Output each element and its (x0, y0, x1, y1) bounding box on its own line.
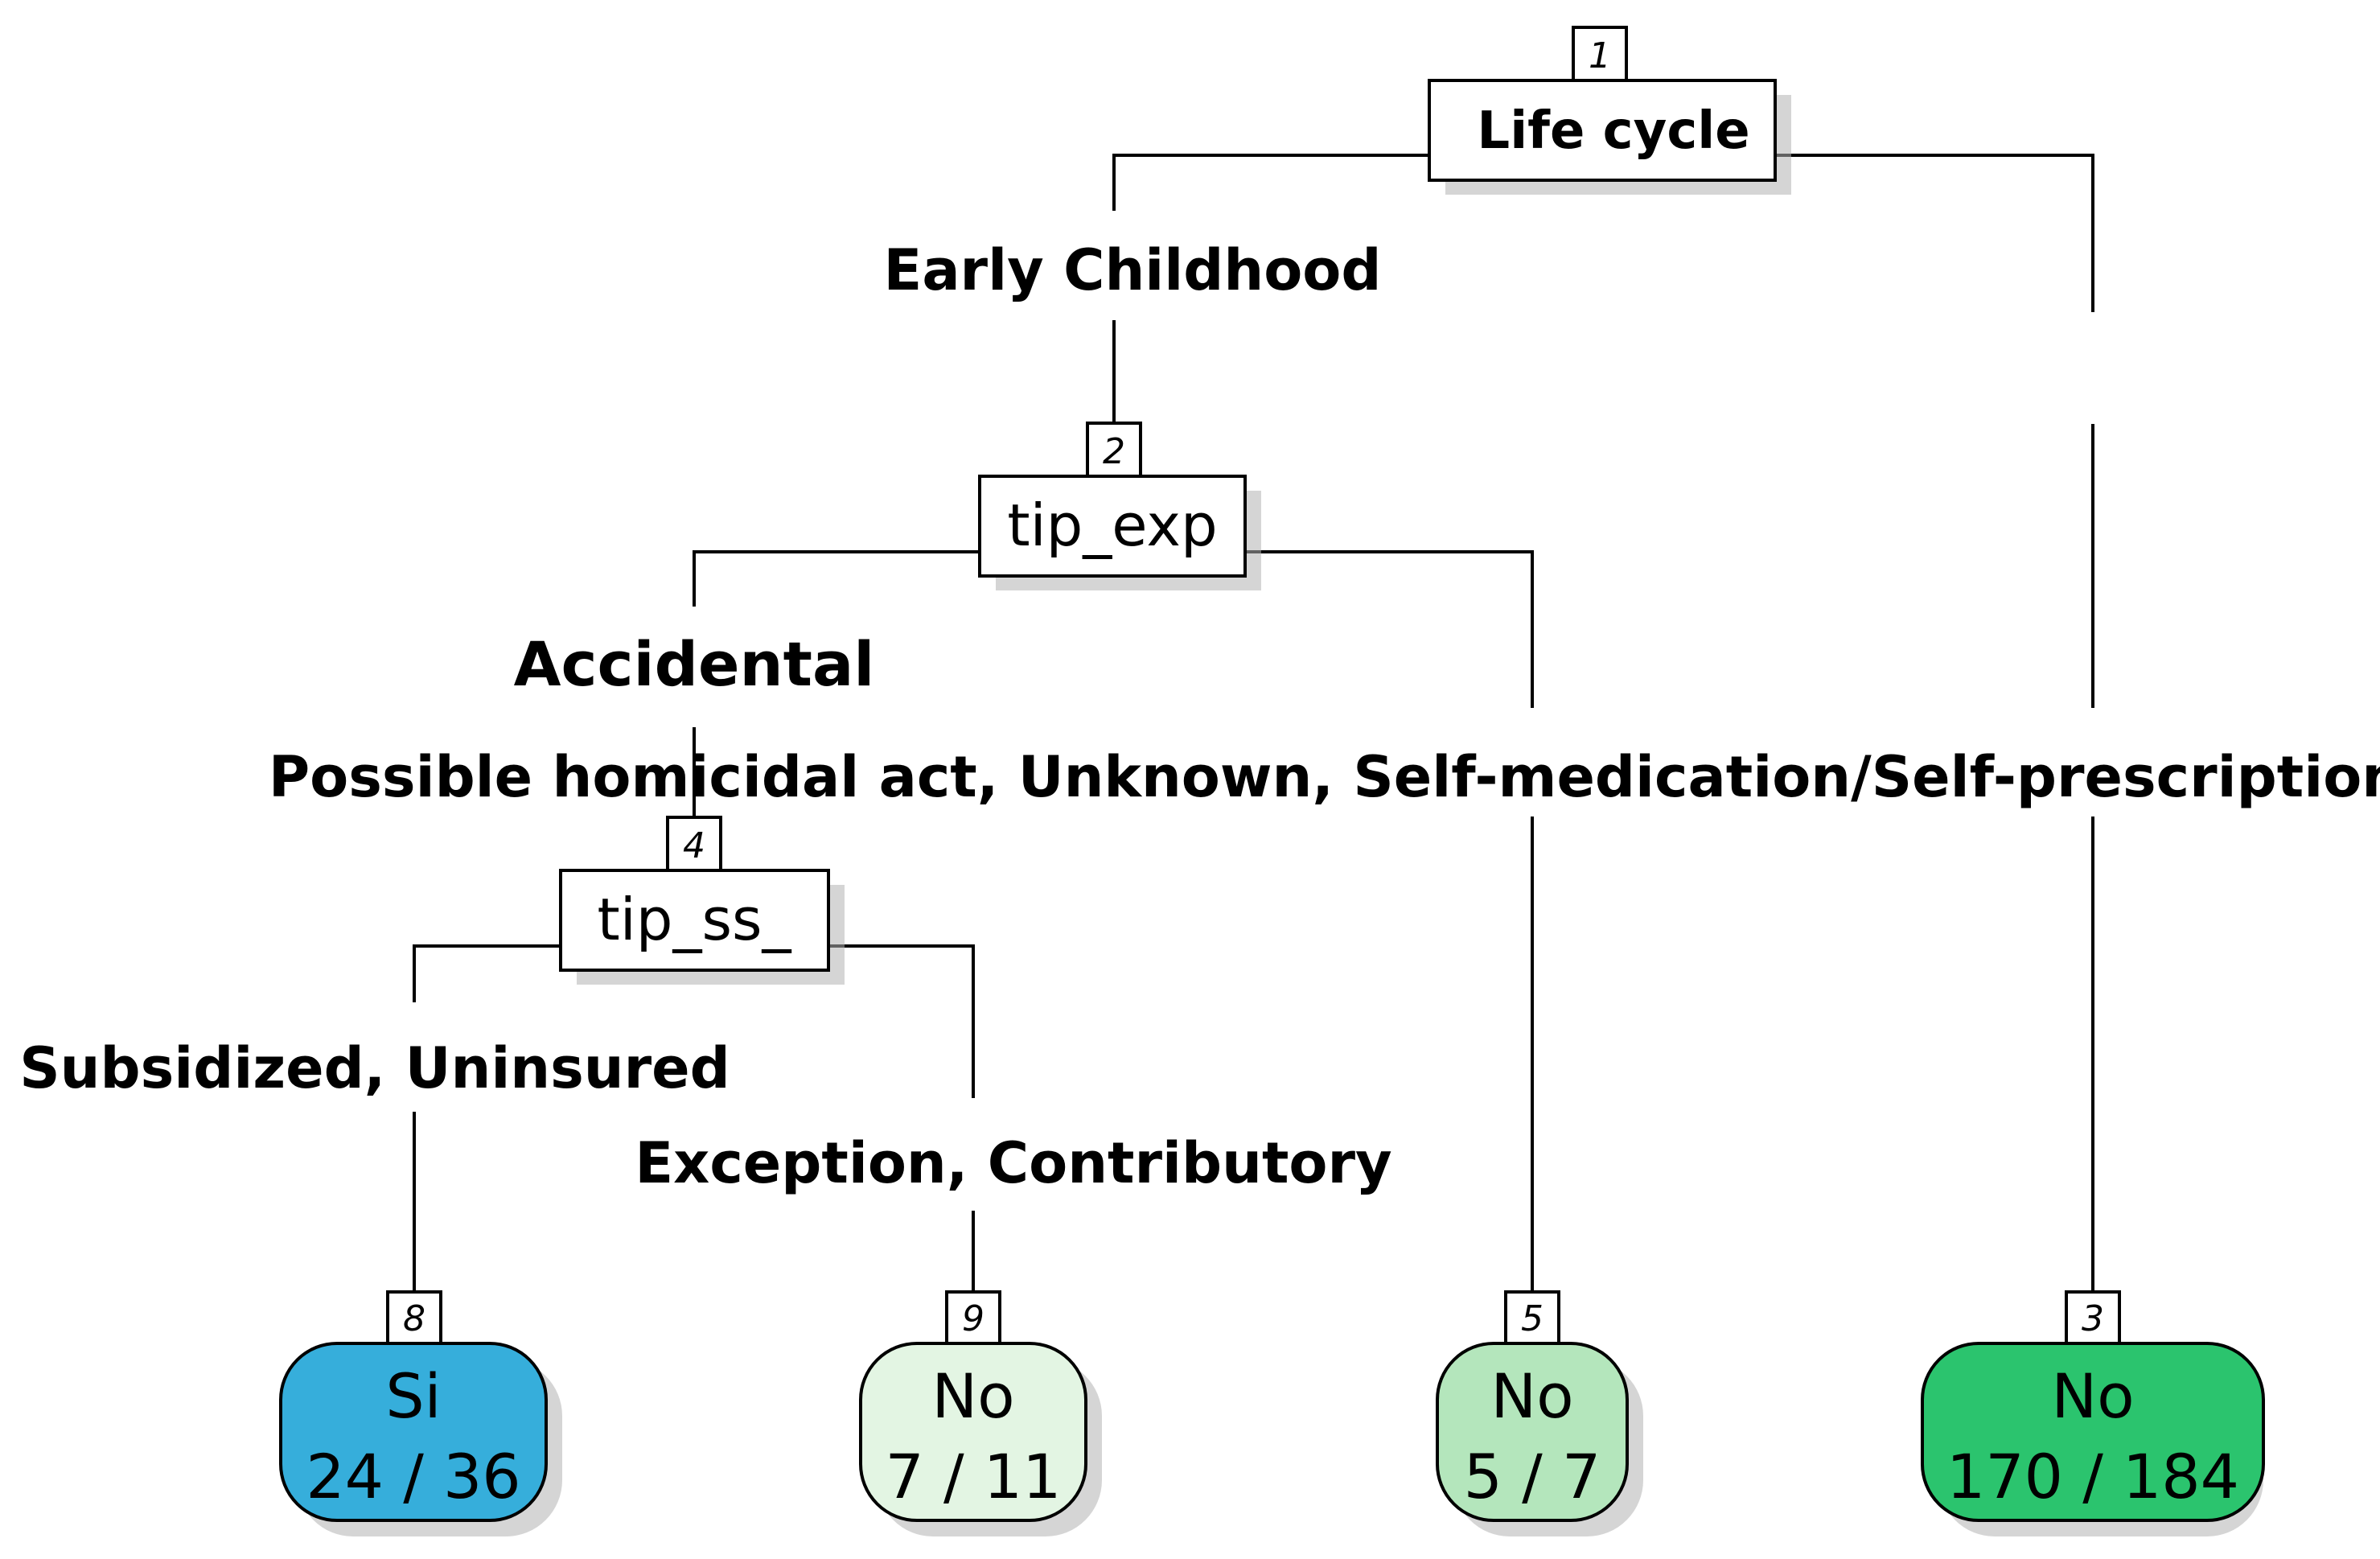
split-node-4: tip_ss_ 4 (559, 816, 845, 985)
leaf-5-count: 5 / 7 (1464, 1441, 1601, 1512)
split-node-1-label: Life cycle (1477, 101, 1749, 161)
node-number-9: 9 (962, 1298, 984, 1339)
edge-root-left (1112, 154, 1429, 211)
edge-label-subsidized-uninsured: Subsidized, Uninsured (19, 1035, 730, 1101)
edge-n4-right (828, 944, 975, 1098)
split-node-2: tip_exp 2 (978, 422, 1261, 590)
edge-label-exception-contributory: Exception, Contributory (635, 1130, 1391, 1196)
leaf-9-class: No (931, 1360, 1014, 1432)
edge-labels: Early Childhood Accidental Possible homi… (19, 237, 2380, 1196)
leaf-node-9: No 7 / 11 9 (859, 1290, 1102, 1536)
node-number-4: 4 (683, 825, 705, 866)
split-node-1: Life cycle 1 (1428, 26, 1791, 195)
node-number-1: 1 (1589, 35, 1611, 76)
leaf-8-count: 24 / 36 (306, 1441, 520, 1512)
edge-n2-left (693, 550, 980, 607)
node-number-5: 5 (1521, 1298, 1544, 1339)
node-number-8: 8 (403, 1298, 425, 1339)
leaf-9-count: 7 / 11 (886, 1441, 1062, 1512)
leaf-3-class: No (2051, 1360, 2134, 1432)
node-number-2: 2 (1103, 431, 1125, 472)
leaf-node-5: No 5 / 7 5 (1436, 1290, 1643, 1536)
split-node-4-label: tip_ss_ (598, 886, 792, 953)
leaf-node-3: No 170 / 184 3 (1921, 1290, 2265, 1536)
edge-n2-right (1244, 550, 1534, 708)
node-number-3: 3 (2082, 1298, 2104, 1339)
leaf-5-class: No (1490, 1360, 1573, 1432)
leaf-8-class: Si (385, 1360, 441, 1432)
tree-edges (413, 154, 2094, 1296)
edge-label-accidental: Accidental (514, 628, 875, 700)
edge-label-early-childhood: Early Childhood (884, 237, 1382, 303)
split-node-2-label: tip_exp (1007, 492, 1217, 559)
edge-n4-left (413, 944, 561, 1002)
leaf-3-count: 170 / 184 (1946, 1441, 2239, 1512)
edge-label-possible-homicidal: Possible homicidal act, Unknown, Self-me… (269, 744, 2380, 810)
edge-root-right (1774, 154, 2094, 312)
leaf-node-8: Si 24 / 36 8 (279, 1290, 562, 1536)
